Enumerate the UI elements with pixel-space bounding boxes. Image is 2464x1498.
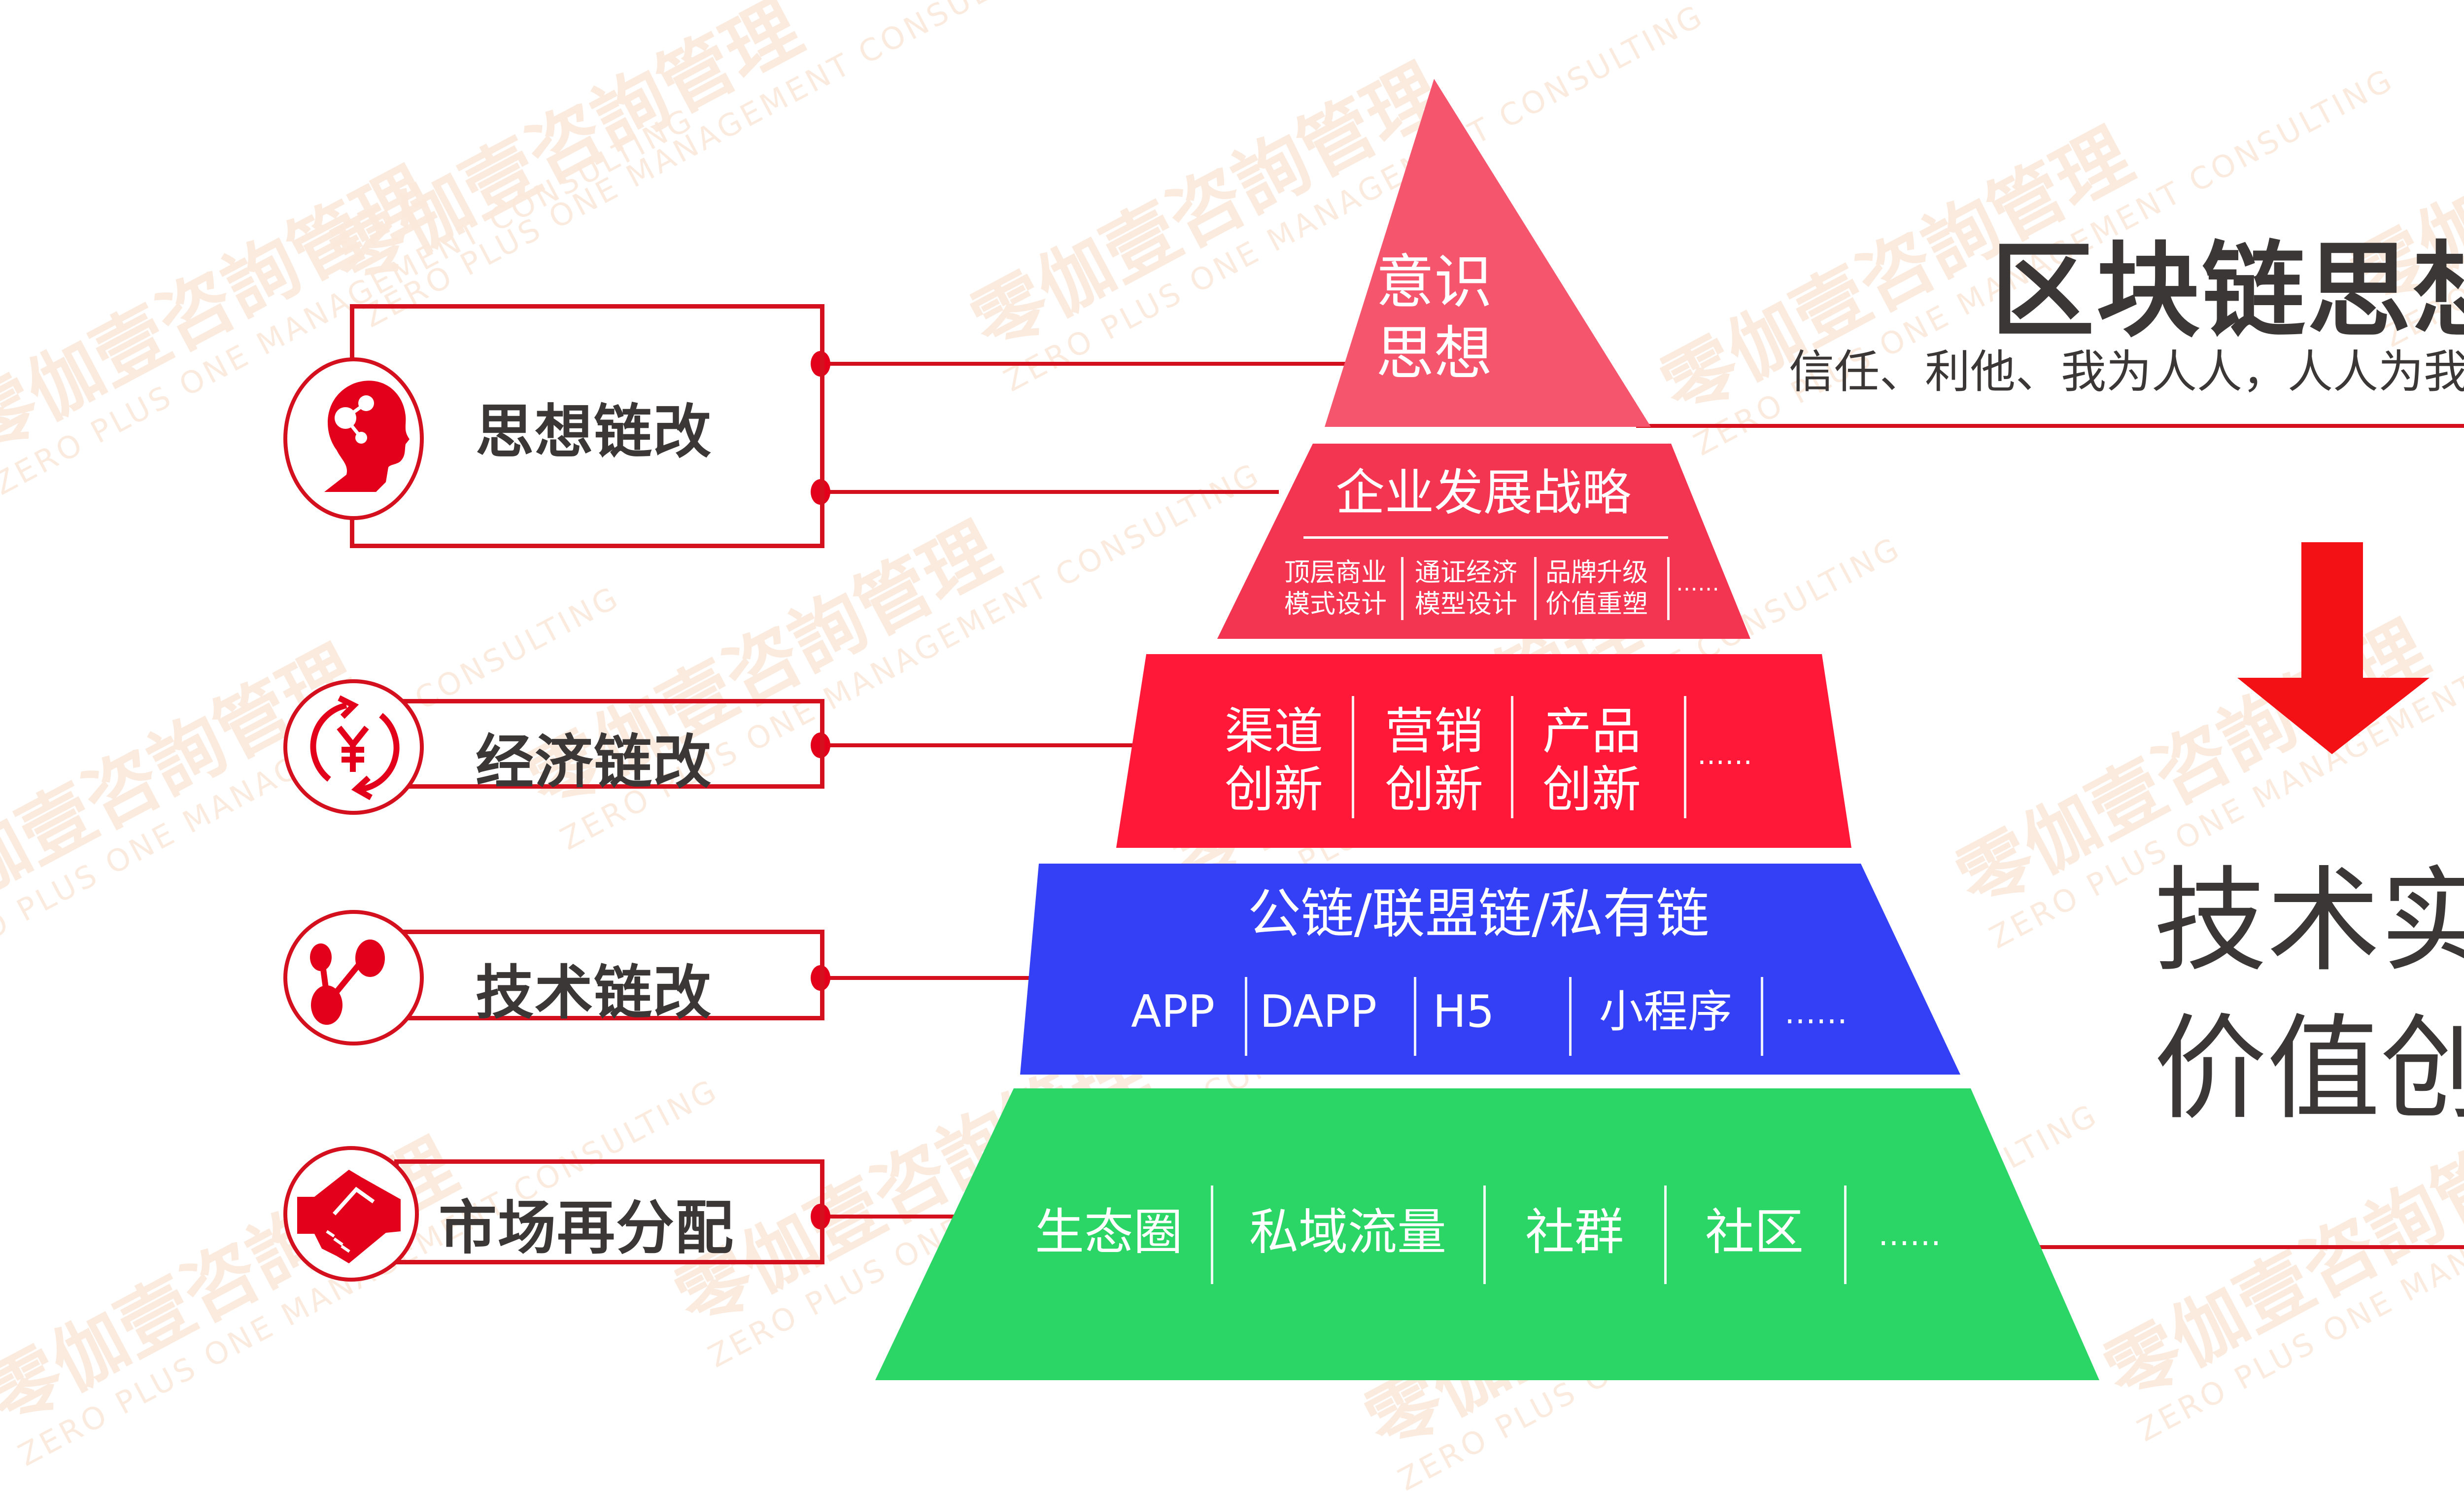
tier-2-shape	[1217, 444, 1750, 639]
yuan-cycle-icon	[310, 695, 400, 801]
tier-3-cell-line: 创新	[1385, 761, 1483, 818]
tier-5-cell: 社群	[1525, 1203, 1624, 1261]
pyramid-shapes	[875, 79, 2099, 1380]
connector-line-bottom	[2025, 1245, 2464, 1249]
tier-3-cell-line: 渠道	[1225, 702, 1323, 760]
tier-2-cell: 品牌升级 价值重塑	[1538, 557, 1656, 620]
tier-3-cell: 营销 创新	[1372, 702, 1496, 819]
tier-2-separator	[1534, 557, 1537, 620]
icon-circle	[283, 910, 424, 1045]
tier-2-cell-line: 模型设计	[1414, 590, 1517, 619]
icon-circle	[283, 1146, 419, 1282]
tier-3-cell: 渠道 创新	[1212, 702, 1335, 819]
connector-line-tier5	[821, 1215, 968, 1219]
connector-line-tier4	[821, 976, 1067, 980]
tier-5-shape	[875, 1088, 2099, 1380]
tier-2-cell-ellipsis: ……	[1676, 571, 1719, 596]
tier-1-line-1: 意识	[1375, 248, 1492, 316]
tier-5-separator	[1844, 1185, 1847, 1284]
tier-2-cell: 通证经济 模型设计	[1407, 557, 1525, 620]
tier-5-separator	[1483, 1185, 1486, 1284]
tier-5-cell-ellipsis: ……	[1878, 1217, 1941, 1253]
icon-circle	[283, 357, 424, 520]
tier-4-cell: APP	[1130, 986, 1215, 1038]
tier-3-cell-line: 创新	[1542, 761, 1641, 818]
tier-3-cell: 产品 创新	[1530, 702, 1653, 819]
tier-5-cell: 生态圈	[1035, 1203, 1183, 1261]
connector-line-tier2	[821, 490, 1279, 494]
tier-4-cell: H5	[1433, 986, 1495, 1038]
node-link-icon	[310, 940, 385, 1025]
label-technology-text: 技术链改	[476, 959, 713, 1027]
tier-4-cell: 小程序	[1599, 986, 1732, 1038]
head-network-icon	[324, 381, 410, 492]
label-economy-text: 经济链改	[476, 728, 713, 796]
tier-2-divider	[1303, 536, 1668, 539]
tier-3-separator	[1352, 696, 1354, 818]
page-subtitle: 信任、利他、我为人人，人人为我	[1789, 346, 2464, 398]
value-creation-line-2: 价值创造	[2154, 1004, 2464, 1135]
connector-line-tier1	[821, 362, 1363, 366]
tier-1-shape	[1325, 79, 1651, 427]
tier-3-separator	[1684, 696, 1686, 818]
tier-5-cell: 私域流量	[1249, 1203, 1446, 1261]
tier-5-separator	[1211, 1185, 1213, 1284]
label-thought-text: 思想链改	[476, 398, 713, 466]
connector-line-tier3	[821, 743, 1175, 747]
tier-4-cell-ellipsis: ……	[1784, 995, 1848, 1031]
tier-4-shape	[1020, 864, 1960, 1075]
tier-2-cell-line: 品牌升级	[1545, 558, 1648, 588]
tier-2-cell: 顶层商业 模式设计	[1276, 557, 1395, 620]
tier-3-cell-line: 创新	[1225, 761, 1323, 818]
tier-3-cell-line: 营销	[1385, 702, 1483, 760]
tier-4-separator	[1414, 977, 1416, 1056]
tier-2-separator	[1667, 557, 1670, 620]
tier-4-separator	[1245, 977, 1247, 1056]
tier-4-cell: DAPP	[1260, 986, 1377, 1038]
tier-5-separator	[1664, 1185, 1667, 1284]
tier-4-title: 公链/联盟链/私有链	[1247, 883, 1710, 945]
down-arrow-icon	[2237, 542, 2430, 754]
tier-3-separator	[1511, 696, 1513, 818]
value-creation-line-1: 技术实现	[2154, 856, 2464, 987]
tier-3-shape	[1116, 654, 1851, 848]
tier-3-cell-line: 产品	[1542, 702, 1641, 760]
tier-5-cell: 社区	[1705, 1203, 1804, 1261]
tier-3-cell-ellipsis: ……	[1697, 739, 1752, 771]
label-market-text: 市场再分配	[439, 1194, 735, 1262]
connector-line-title	[1636, 424, 2464, 428]
tier-4-separator	[1569, 977, 1572, 1056]
tier-2-cell-line: 通证经济	[1414, 558, 1517, 588]
tier-2-cell-line: 模式设计	[1284, 590, 1387, 619]
tier-1-line-2: 思想	[1375, 319, 1492, 387]
value-creation-text: 技术实现 价值创造	[2154, 848, 2464, 1144]
tier-2-title: 企业发展战略	[1335, 464, 1631, 522]
tier-2-cell-line: 价值重塑	[1545, 590, 1648, 619]
icon-circle	[283, 679, 424, 815]
tier-4-separator	[1761, 977, 1763, 1056]
handshake-icon	[297, 1170, 401, 1263]
tier-1-text: 意识 思想	[1375, 246, 1493, 389]
tier-2-separator	[1401, 557, 1403, 620]
page-title: 区块链思想	[1991, 231, 2464, 351]
tier-2-cell-line: 顶层商业	[1284, 558, 1387, 588]
